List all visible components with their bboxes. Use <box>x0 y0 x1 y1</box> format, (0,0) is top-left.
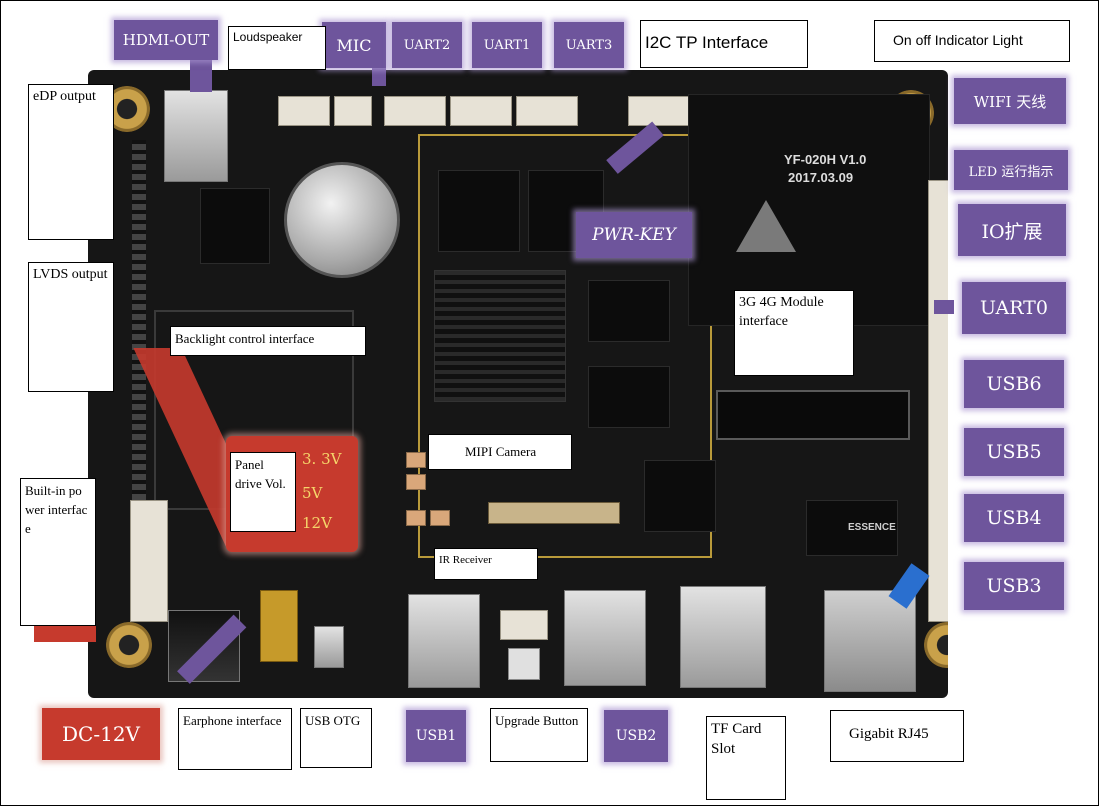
ram-chip <box>438 170 520 252</box>
callout-3g4g-module: 3G 4G Module interface <box>734 290 854 376</box>
label-12v: 12V <box>302 514 332 532</box>
callout-loudspeaker: Loudspeaker <box>228 26 326 70</box>
ram-chip <box>528 170 604 252</box>
hdmi-port <box>164 90 228 182</box>
transformer-chip <box>806 500 898 556</box>
callout-i2c-tp: I2C TP Interface <box>640 20 808 68</box>
ir-connector <box>500 610 548 640</box>
usb1-port <box>408 594 480 688</box>
label-led: LED 运行指示 <box>954 150 1068 190</box>
ram-chip <box>588 280 670 342</box>
cpu-heatsink <box>434 270 566 402</box>
label-5v: 5V <box>302 484 323 502</box>
pin-header <box>132 140 146 500</box>
label-pwr-key: PWR-KEY <box>576 212 692 258</box>
rj45-port <box>824 590 916 692</box>
callout-built-in-power: Built-in power interface <box>20 478 96 626</box>
gold-trace <box>418 134 712 558</box>
uart2-connector <box>384 96 446 126</box>
callout-panel-drive: Panel drive Vol. <box>230 452 296 532</box>
callout-mipi-camera: MIPI Camera <box>428 434 572 470</box>
label-usb2: USB2 <box>604 710 668 762</box>
power-connector <box>130 500 168 622</box>
label-mic: MIC <box>322 22 386 68</box>
label-uart1: UART1 <box>472 22 542 68</box>
coin-battery <box>284 162 400 278</box>
label-io: IO扩展 <box>958 204 1066 256</box>
usb2-port <box>564 590 646 686</box>
label-hdmi-out: HDMI-OUT <box>114 20 218 60</box>
board-date: 2017.03.09 <box>788 170 854 185</box>
upgrade-button-switch <box>508 648 540 680</box>
label-wifi: WIFI 天线 <box>954 78 1066 124</box>
earphone-jack <box>260 590 298 662</box>
callout-on-off-light: On off Indicator Light <box>874 20 1070 62</box>
callout-tf-card: TF Card Slot <box>706 716 786 800</box>
label-uart0: UART0 <box>962 282 1066 334</box>
board-model: YF-020H V1.0 <box>784 152 867 167</box>
module-area <box>688 94 930 326</box>
label-3v3: 3. 3V <box>302 450 342 468</box>
ethernet-chip <box>644 460 716 532</box>
usb-otg-port <box>314 626 344 668</box>
esd-warning-icon <box>736 200 796 252</box>
ram-chip <box>588 366 670 428</box>
callout-backlight: Backlight control interface <box>170 326 366 356</box>
callout-usb-otg: USB OTG <box>300 708 372 768</box>
loudspeaker-connector <box>278 96 330 126</box>
label-uart2: UART2 <box>392 22 462 68</box>
storage-chip <box>200 188 270 264</box>
pointer <box>190 52 212 92</box>
mic-connector <box>334 96 372 126</box>
circuit-board: YF-020H V1.0 2017.03.09 ESSENCE <box>88 70 948 698</box>
label-dc-12v: DC-12V <box>42 708 160 760</box>
callout-earphone: Earphone interface <box>178 708 292 770</box>
pcie-slot <box>716 390 910 440</box>
callout-upgrade-button: Upgrade Button <box>490 708 588 762</box>
right-connectors <box>928 180 948 622</box>
callout-lvds: LVDS output <box>28 262 114 392</box>
callout-gigabit-rj45: Gigabit RJ45 <box>830 710 964 762</box>
chip-brand: ESSENCE <box>848 522 896 533</box>
label-uart3: UART3 <box>554 22 624 68</box>
callout-ir-receiver: IR Receiver <box>434 548 538 580</box>
mount-hole <box>924 622 948 668</box>
callout-edp: eDP output <box>28 84 114 240</box>
label-usb3: USB3 <box>964 562 1064 610</box>
tf-card-slot <box>680 586 766 688</box>
label-usb1: USB1 <box>406 710 466 762</box>
uart3-connector <box>516 96 578 126</box>
label-usb4: USB4 <box>964 494 1064 542</box>
label-usb5: USB5 <box>964 428 1064 476</box>
mipi-connector <box>488 502 620 524</box>
uart1-connector <box>450 96 512 126</box>
label-usb6: USB6 <box>964 360 1064 408</box>
mount-hole <box>106 622 152 668</box>
pointer <box>934 300 954 314</box>
